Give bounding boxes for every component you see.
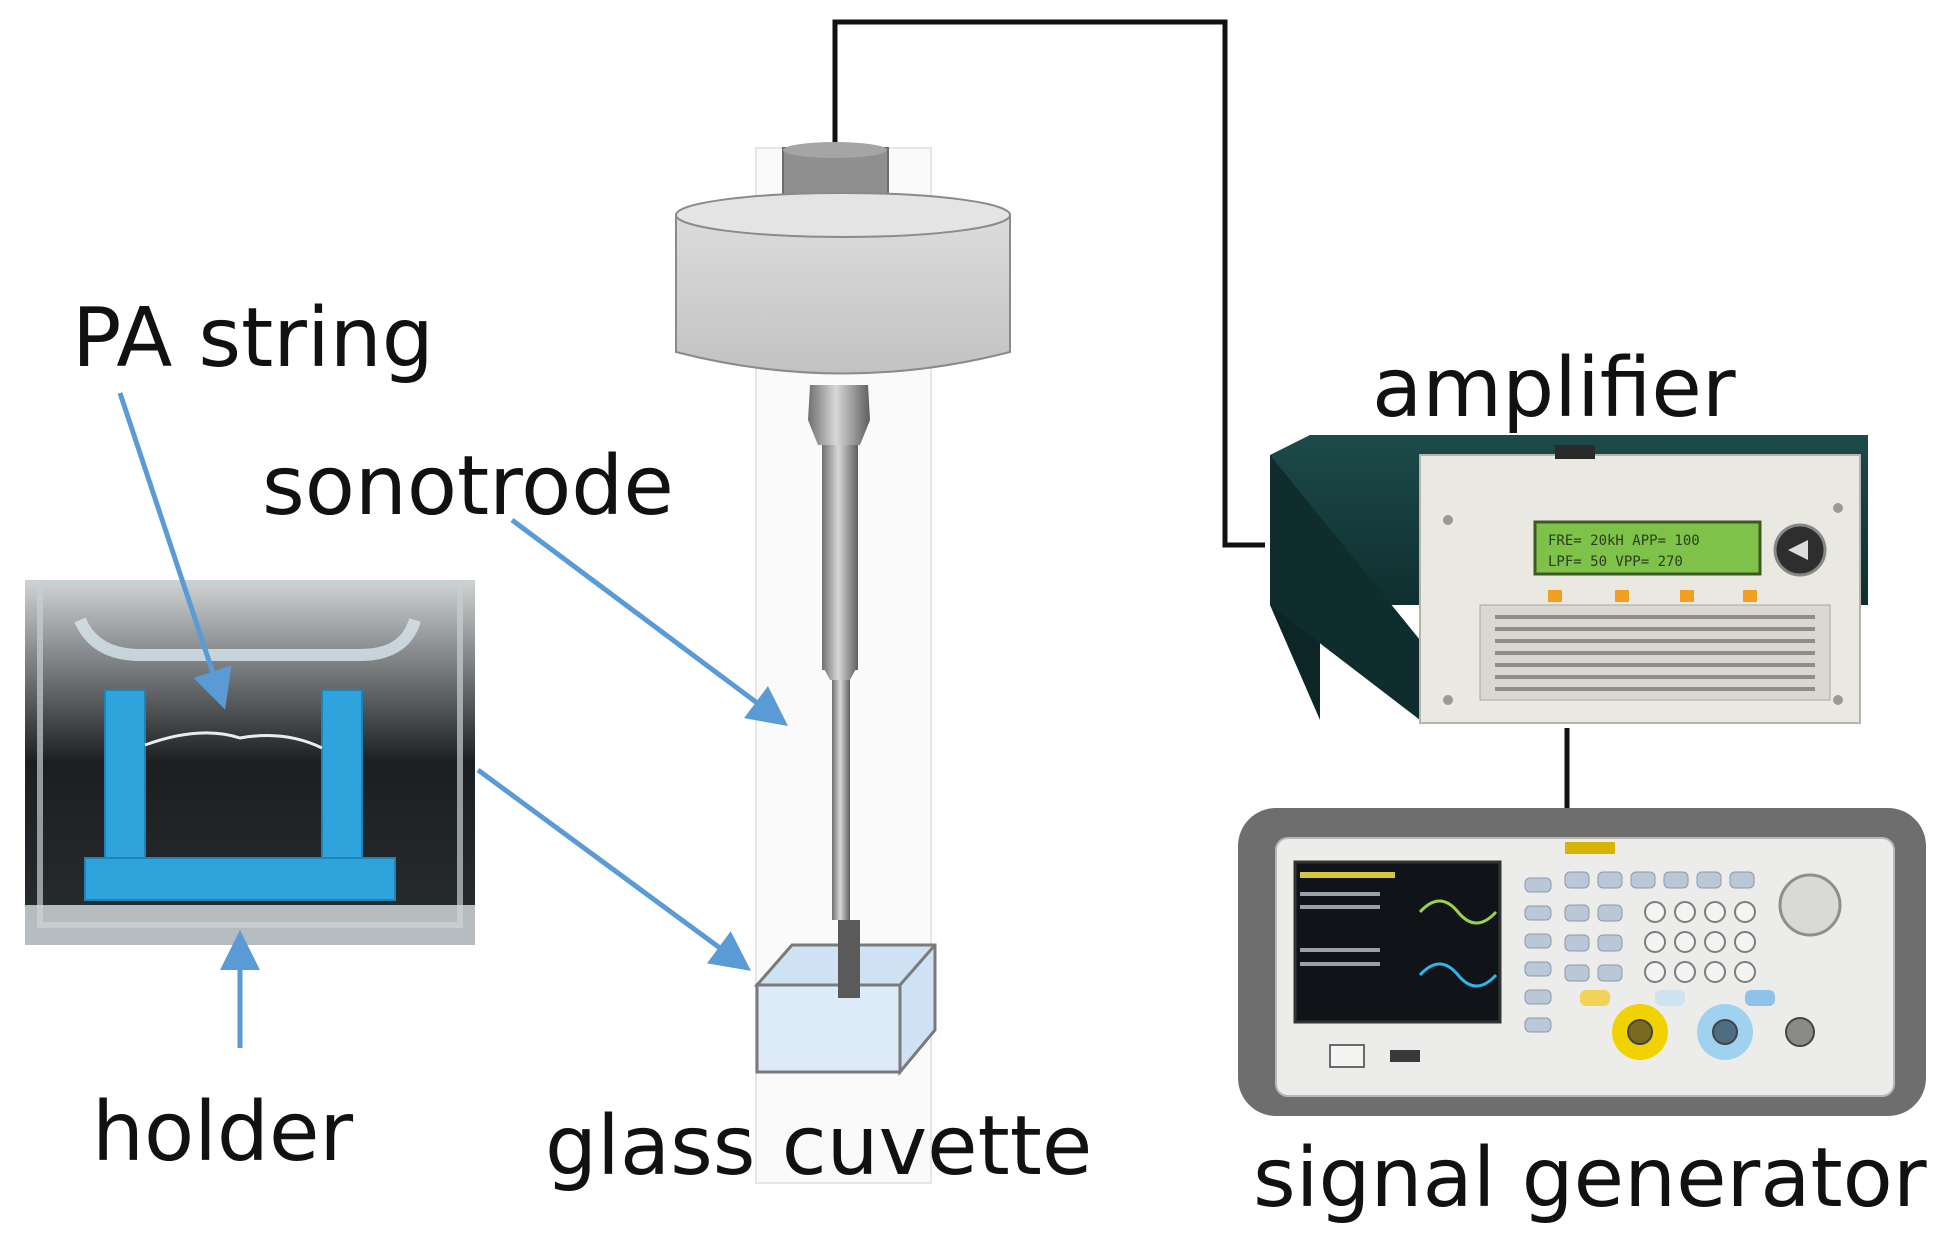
holder-right-post xyxy=(321,689,363,881)
label-holder: holder xyxy=(92,1085,354,1180)
generator-screen xyxy=(1293,860,1502,1024)
horn-upper xyxy=(808,385,870,445)
amplifier: FRE= 20kH APP= 100 LPF= 50 VPP= 270 xyxy=(1270,435,1868,724)
holder-photo xyxy=(25,580,475,945)
sonotrode xyxy=(675,142,1011,1184)
label-signal-generator: signal generator xyxy=(1253,1131,1927,1226)
arrow-icon xyxy=(117,392,789,1048)
signal-generator xyxy=(1238,808,1926,1116)
transducer-disc xyxy=(675,192,1011,375)
svg-text:LPF= 50 VPP= 270: LPF= 50 VPP= 270 xyxy=(1548,554,1683,570)
cable-transducer-amplifier xyxy=(832,19,1265,548)
holder-base xyxy=(84,857,396,901)
label-amplifier: amplifier xyxy=(1372,341,1736,436)
horn-tip-shaft xyxy=(832,680,850,920)
horn-tip-in-liquid xyxy=(838,940,860,998)
horn-mid xyxy=(822,445,858,670)
svg-text:FRE= 20kH APP= 100: FRE= 20kH APP= 100 xyxy=(1548,533,1700,549)
holder-left-post xyxy=(104,689,146,881)
pa-string xyxy=(144,731,323,750)
label-glass-cuvette: glass cuvette xyxy=(545,1099,1093,1194)
glass-cuvette xyxy=(753,940,937,1077)
generator-knob-icon xyxy=(1778,873,1842,937)
amplifier-display xyxy=(1533,520,1762,576)
label-pa-string: PA string xyxy=(72,291,434,386)
label-sonotrode: sonotrode xyxy=(262,439,674,534)
